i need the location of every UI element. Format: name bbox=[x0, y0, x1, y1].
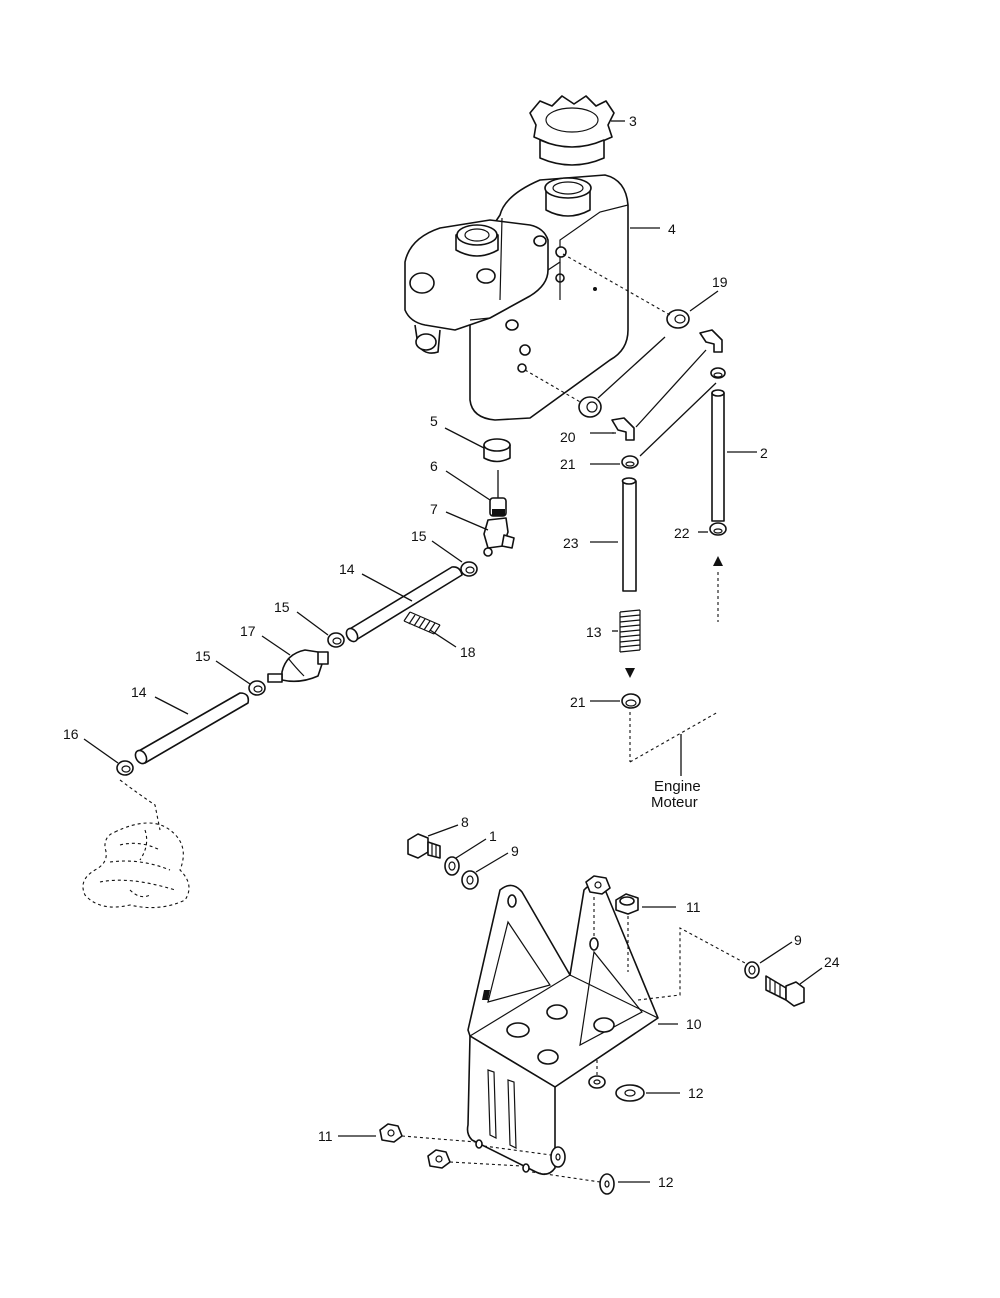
callout-9-upper: 9 bbox=[511, 843, 519, 859]
callout-5: 5 bbox=[430, 413, 438, 429]
callout-4: 4 bbox=[668, 221, 676, 237]
spring-13 bbox=[619, 609, 641, 653]
callout-10: 10 bbox=[686, 1016, 702, 1032]
hose-clamp-15-middle bbox=[327, 632, 345, 648]
callout-20: 20 bbox=[560, 429, 576, 445]
washer-9-right bbox=[744, 961, 760, 979]
hose-clamp-15-lower bbox=[248, 680, 266, 696]
spring-18 bbox=[403, 611, 441, 635]
inline-filter-17 bbox=[267, 649, 329, 683]
engine-label-fr: Moteur bbox=[651, 794, 698, 811]
callout-1: 1 bbox=[489, 828, 497, 844]
tee-fitting-7 bbox=[483, 517, 515, 557]
callout-2: 2 bbox=[760, 445, 768, 461]
washer-12-upper-small bbox=[588, 1075, 606, 1089]
washer-9-upper bbox=[461, 870, 479, 890]
grommet-lower bbox=[578, 396, 602, 418]
hose-clamp-22 bbox=[709, 522, 727, 536]
bolt-8 bbox=[407, 833, 441, 859]
oil-tank bbox=[404, 174, 629, 421]
callout-12-upper: 12 bbox=[688, 1085, 704, 1101]
callout-17: 17 bbox=[240, 623, 256, 639]
callout-9-right: 9 bbox=[794, 932, 802, 948]
nut-11-lower-a bbox=[379, 1123, 403, 1143]
washer-12-upper bbox=[615, 1084, 645, 1102]
callout-14-lower: 14 bbox=[131, 684, 147, 700]
hose-14-lower bbox=[134, 692, 250, 765]
callout-23: 23 bbox=[563, 535, 579, 551]
nut-11-upper-b bbox=[615, 893, 639, 915]
hose-clamp-21-lower bbox=[621, 693, 641, 709]
callout-22: 22 bbox=[674, 525, 690, 541]
callout-15-upper: 15 bbox=[411, 528, 427, 544]
hose-clamp-upper-right bbox=[710, 367, 726, 379]
bolt-24 bbox=[765, 975, 805, 1007]
callout-13: 13 bbox=[586, 624, 602, 640]
callout-24: 24 bbox=[824, 954, 840, 970]
callout-16: 16 bbox=[63, 726, 79, 742]
leader-lines bbox=[83, 120, 823, 1183]
hose-2 bbox=[711, 389, 725, 522]
callout-6: 6 bbox=[430, 458, 438, 474]
elbow-fitting-lower bbox=[611, 417, 635, 441]
cap-5 bbox=[483, 438, 511, 463]
hose-clamp-15-upper bbox=[460, 561, 478, 577]
hose-23 bbox=[621, 477, 637, 592]
flow-arrow-up bbox=[713, 556, 723, 566]
callout-21-lower: 21 bbox=[570, 694, 586, 710]
flow-arrow-down bbox=[625, 668, 635, 678]
washer-1 bbox=[444, 856, 460, 876]
callout-11-upper: 11 bbox=[686, 899, 701, 915]
elbow-fitting-upper bbox=[699, 329, 723, 353]
callout-8: 8 bbox=[461, 814, 469, 830]
callout-19: 19 bbox=[712, 274, 728, 290]
callout-14-upper: 14 bbox=[339, 561, 355, 577]
callout-15-lower: 15 bbox=[195, 648, 211, 664]
hose-clamp-21-upper bbox=[621, 455, 639, 469]
filler-cap bbox=[529, 95, 615, 166]
filter-6 bbox=[489, 470, 507, 517]
nut-11-lower-b bbox=[427, 1149, 451, 1169]
callout-11-lower: 11 bbox=[318, 1128, 333, 1144]
callout-15-middle: 15 bbox=[274, 599, 290, 615]
engine-sketch bbox=[82, 822, 190, 909]
callout-3: 3 bbox=[629, 113, 637, 129]
mounting-bracket-10 bbox=[466, 883, 659, 1176]
washer-12-lower-b bbox=[599, 1173, 615, 1195]
callout-21-upper: 21 bbox=[560, 456, 576, 472]
engine-label-en: Engine bbox=[654, 778, 701, 795]
callout-7: 7 bbox=[430, 501, 438, 517]
nut-11-upper-a bbox=[585, 875, 611, 895]
hose-14-upper bbox=[345, 566, 463, 643]
grommet-upper bbox=[666, 309, 690, 329]
callout-18: 18 bbox=[460, 644, 476, 660]
callout-12-lower: 12 bbox=[658, 1174, 674, 1190]
washer-12-lower-a bbox=[550, 1146, 566, 1168]
hose-clamp-16 bbox=[116, 760, 134, 776]
